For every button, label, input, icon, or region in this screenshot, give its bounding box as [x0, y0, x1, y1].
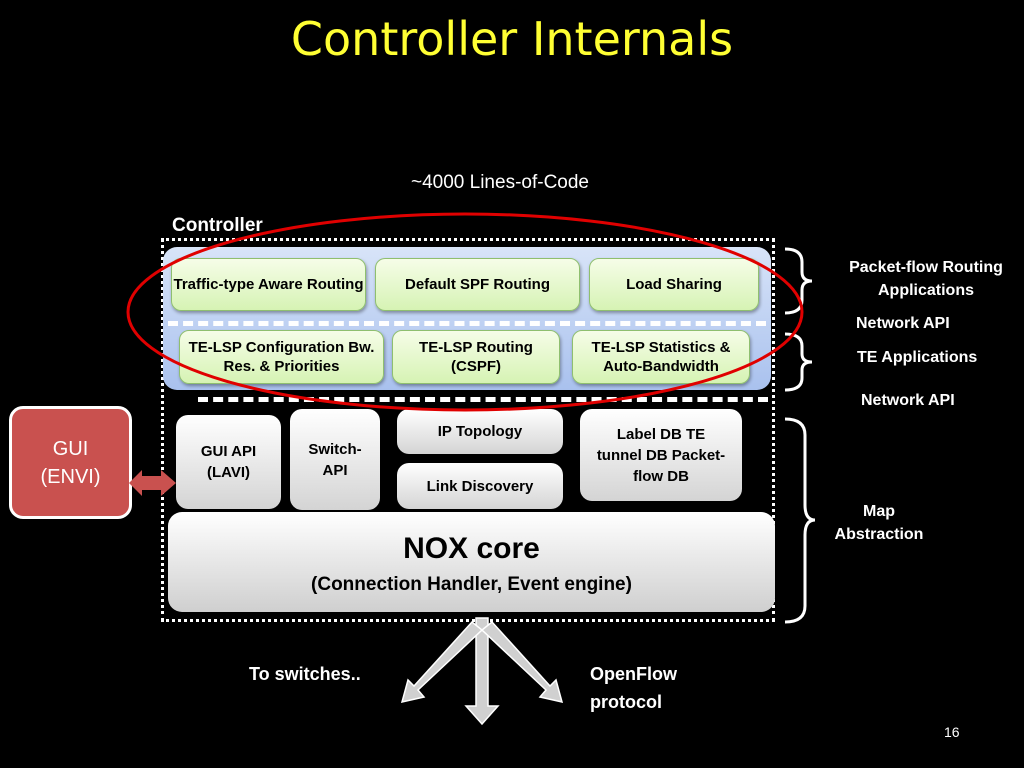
network-api-label-1: Network API — [856, 315, 950, 332]
brace-packet-flow — [784, 247, 813, 315]
nox-core-box: NOX core (Connection Handler, Event engi… — [168, 512, 775, 612]
te-lsp-statistics-box: TE-LSP Statistics & Auto-Bandwidth — [572, 330, 750, 384]
nox-core-subtitle: (Connection Handler, Event engine) — [311, 574, 632, 595]
network-api-label-2: Network API — [861, 392, 955, 409]
brace-te-apps — [784, 332, 813, 392]
page-number: 16 — [944, 724, 960, 740]
lines-of-code-label: ~4000 Lines-of-Code — [411, 172, 589, 193]
openflow-arrows — [400, 617, 564, 726]
default-spf-routing-box: Default SPF Routing — [375, 258, 580, 311]
te-lsp-routing-box: TE-LSP Routing (CSPF) — [392, 330, 560, 384]
nox-core-title: NOX core — [403, 532, 540, 565]
gui-envi-box: GUI (ENVI) — [9, 406, 132, 519]
te-applications-label: TE Applications — [857, 349, 978, 366]
link-discovery-box: Link Discovery — [397, 463, 563, 509]
controller-label: Controller — [172, 215, 263, 236]
gui-envi-label: GUI (ENVI) — [40, 437, 101, 488]
databases-box: Label DB TE tunnel DB Packet-flow DB — [580, 409, 742, 501]
gui-api-box: GUI API (LAVI) — [176, 415, 281, 509]
openflow-protocol-label: OpenFlow protocol — [590, 664, 677, 712]
load-sharing-box: Load Sharing — [589, 258, 759, 311]
slide-title: Controller Internals — [290, 12, 734, 66]
packet-flow-apps-label: Packet-flow Routing Applications — [849, 259, 1003, 300]
network-api-divider-upper — [168, 321, 766, 326]
switch-api-box: Switch- API — [290, 409, 380, 510]
network-api-divider-lower — [198, 397, 768, 402]
to-switches-label: To switches.. — [249, 664, 361, 684]
map-abstraction-label: Map Abstraction — [834, 503, 924, 544]
ip-topology-box: IP Topology — [397, 409, 563, 454]
traffic-type-aware-routing-box: Traffic-type Aware Routing — [171, 258, 366, 311]
te-lsp-configuration-box: TE-LSP Configuration Bw. Res. & Prioriti… — [179, 330, 384, 384]
brace-map-abstraction — [784, 417, 816, 624]
